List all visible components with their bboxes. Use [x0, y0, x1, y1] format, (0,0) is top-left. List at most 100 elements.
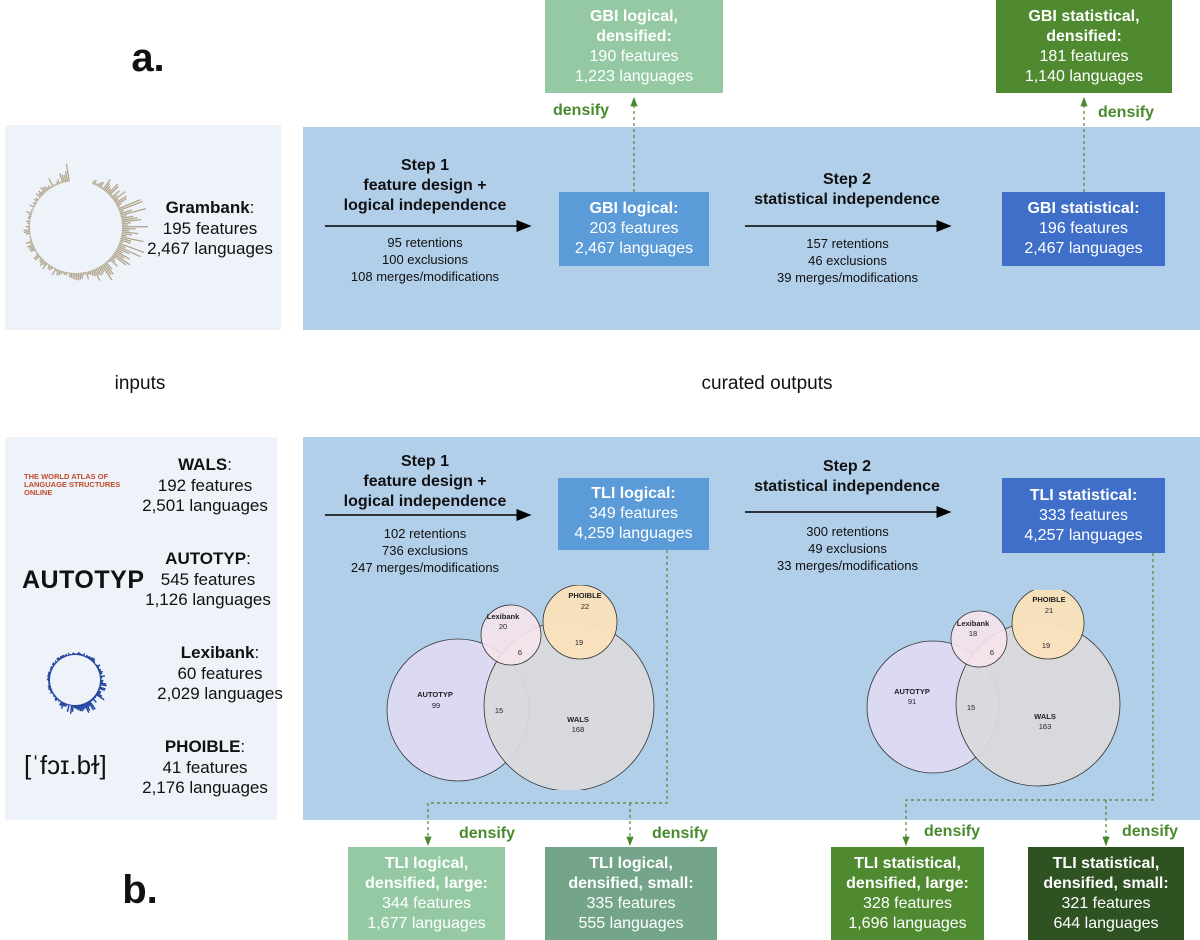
logo-ray	[38, 193, 43, 197]
logo-ray	[86, 655, 89, 659]
logo-ray	[117, 245, 141, 258]
tli-step1-line2: feature design +	[363, 473, 487, 490]
logo-ray	[64, 171, 69, 182]
logo-ray	[77, 651, 80, 656]
logo-ray	[96, 691, 101, 695]
logo-ray	[52, 694, 56, 698]
logo-ray	[57, 698, 60, 701]
logo-ray	[105, 185, 111, 193]
logo-ray	[94, 694, 97, 697]
logo-ray	[42, 186, 48, 193]
tli-dens1-languages: 1,677 languages	[367, 914, 486, 932]
autotyp-info: AUTOTYP: 545 features 1,126 languages	[138, 549, 278, 611]
logo-ray	[27, 217, 31, 219]
logo-ray	[59, 173, 64, 184]
logo-ray	[33, 254, 40, 260]
gbi-statistical-densified-box: GBI statistical, densified: 181 features…	[996, 0, 1172, 93]
gbi-statistical-densify-label: densify	[1098, 104, 1155, 121]
logo-ray	[79, 652, 81, 656]
venn-lexibank-count: 20	[499, 622, 507, 631]
gbi-step2-merges: 39 merges/modifications	[777, 270, 918, 285]
logo-ray	[34, 249, 37, 253]
logo-ray	[102, 263, 112, 276]
inputs-caption: inputs	[114, 373, 166, 394]
logo-ray	[68, 652, 70, 656]
logo-ray	[30, 210, 33, 213]
logo-ray	[105, 261, 113, 270]
logo-ray	[87, 271, 90, 275]
logo-ray	[50, 690, 53, 693]
logo-ray	[44, 186, 49, 191]
venn2-phoible-circle	[1011, 590, 1085, 660]
logo-ray	[52, 665, 55, 668]
logo-ray	[98, 266, 104, 275]
venn-diagram-statistical: AUTOTYP 91 WALS 163 PHOIBLE 21 Lexibank …	[866, 590, 1121, 787]
logo-ray	[88, 656, 92, 660]
logo-ray	[95, 664, 98, 667]
venn2-lexibank-phoible-count: 6	[990, 648, 994, 657]
logo-ray	[91, 697, 97, 703]
logo-ray	[26, 220, 31, 223]
logo-ray	[57, 178, 61, 185]
logo-ray	[41, 191, 45, 195]
logo-ray	[85, 654, 88, 658]
logo-ray	[89, 657, 93, 661]
panel-label-a: a.	[131, 36, 165, 80]
wals-logo: THE WORLD ATLAS OF LANGUAGE STRUCTURES O…	[24, 472, 121, 497]
logo-ray	[88, 700, 96, 710]
tli-statistical-densify-connector-large	[902, 553, 1154, 847]
tli-step2-line1: Step 2	[822, 458, 871, 475]
logo-ray	[70, 272, 73, 279]
tli-dens4-title1: TLI statistical,	[1052, 854, 1160, 872]
outputs-caption: curated outputs	[701, 373, 833, 394]
tli-densify-label-4: densify	[1122, 823, 1179, 840]
phoible-info: PHOIBLE: 41 features 2,176 languages	[135, 737, 275, 799]
logo-ray	[30, 248, 36, 253]
tli-dens4-title2: densified, small:	[1043, 874, 1169, 892]
logo-ray	[57, 270, 62, 276]
logo-ray	[65, 653, 68, 657]
logo-ray	[87, 656, 91, 660]
logo-ray	[48, 671, 52, 674]
logo-ray	[63, 702, 67, 707]
tli-step2-counts: 300 retentions 49 exclusions 33 merges/m…	[745, 523, 950, 574]
logo-ray	[81, 654, 84, 657]
venn2-phoible-label: PHOIBLE	[1032, 595, 1065, 604]
tli-step1-retentions: 102 retentions	[383, 526, 467, 541]
venn-autotyp-wals-count: 15	[495, 706, 503, 715]
logo-ray	[29, 246, 36, 251]
logo-ray	[61, 655, 64, 659]
logo-ray	[59, 181, 62, 184]
logo-ray	[60, 270, 63, 275]
venn2-lexibank-count: 18	[969, 629, 977, 638]
tli-step1-line1: Step 1	[400, 453, 449, 470]
logo-ray	[35, 197, 40, 201]
grambank-logo-icon	[23, 163, 148, 281]
logo-ray	[98, 686, 106, 690]
tli-step2-line2: statistical independence	[754, 478, 940, 495]
logo-ray	[80, 704, 84, 712]
logo-ray	[83, 702, 90, 713]
tli-logical-densified-small-box: TLI logical, densified, small: 335 featu…	[545, 847, 717, 940]
tli-step2-exclusions: 49 exclusions	[808, 541, 887, 556]
logo-ray	[59, 700, 62, 702]
logo-ray	[47, 685, 51, 688]
logo-ray	[23, 230, 31, 233]
logo-ray	[99, 672, 103, 675]
gbi-step2-exclusions: 46 exclusions	[808, 253, 887, 268]
phoible-logo: [ˈfɔɪ.bɫ]	[24, 750, 107, 780]
tli-dens2-features: 335 features	[586, 894, 676, 912]
gbi-step2-line2: statistical independence	[754, 191, 940, 208]
wals-features: 192 features	[157, 475, 253, 495]
logo-ray	[56, 181, 59, 185]
logo-ray	[103, 182, 111, 192]
gbi-stat-dens-languages: 1,140 languages	[1024, 67, 1144, 85]
logo-ray	[63, 174, 67, 183]
logo-ray	[121, 218, 142, 223]
logo-ray	[89, 270, 92, 275]
logo-ray	[118, 242, 145, 254]
venn2-phoible-wals-count: 19	[1042, 641, 1050, 650]
logo-ray	[93, 268, 101, 281]
logo-ray	[47, 674, 51, 677]
logo-ray	[29, 204, 35, 208]
